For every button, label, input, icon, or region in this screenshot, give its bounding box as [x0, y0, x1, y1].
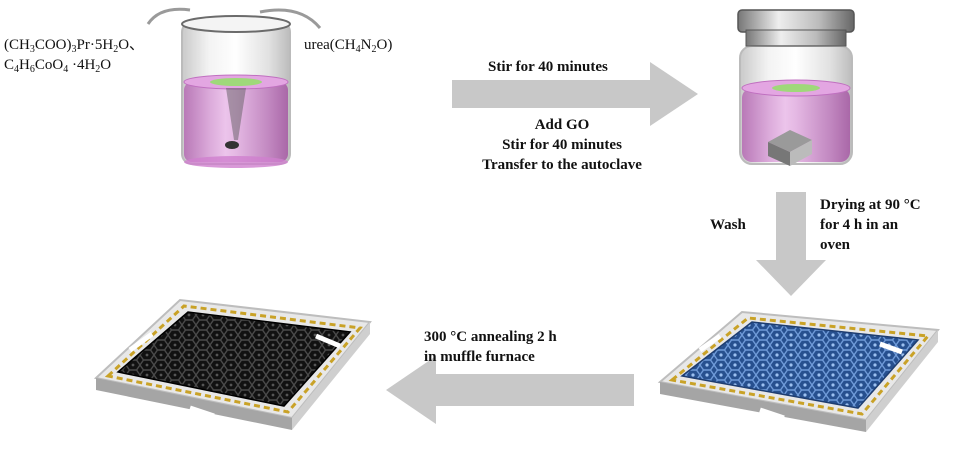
reagent-urea: urea(CH4N2O)	[304, 37, 393, 55]
step2-drying-2: for 4 h in an	[820, 217, 899, 233]
step2-drying-3: oven	[820, 237, 850, 253]
reagent-pr-acetate: (CH3COO)3Pr·5H2O、	[4, 37, 145, 55]
step2-drying-1: Drying at 90 °C	[820, 197, 921, 213]
beaker-mixing	[146, 7, 322, 168]
step1-arrow-label: Stir for 40 minutes	[488, 59, 608, 75]
step1-stir: Stir for 40 minutes	[502, 137, 622, 153]
step1-transfer: Transfer to the autoclave	[482, 157, 642, 173]
arrow-down	[756, 192, 826, 296]
step3-annealing: 300 °C annealing 2 h	[424, 329, 557, 345]
step3-furnace: in muffle furnace	[424, 349, 535, 365]
arrow-left	[386, 356, 634, 424]
precursor-on-graphene	[657, 310, 940, 432]
reagent-co-acetate: C4H6CoO4 ·4H2O	[4, 57, 112, 75]
autoclave	[737, 9, 855, 166]
step1-add-go: Add GO	[534, 117, 590, 133]
annealed-product	[93, 298, 372, 430]
step2-wash: Wash	[710, 217, 746, 233]
arrow-right	[452, 62, 698, 126]
